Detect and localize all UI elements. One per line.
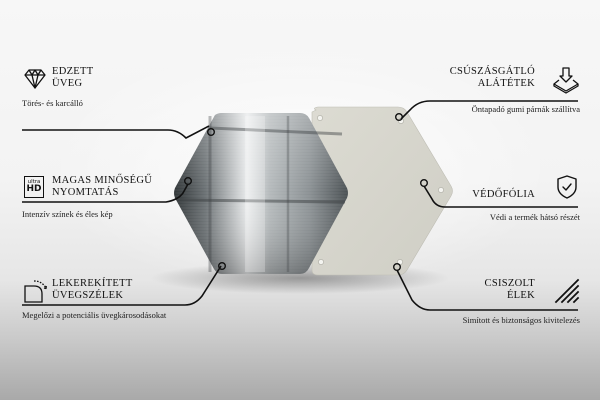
connector-vedofolia bbox=[423, 185, 578, 208]
diamond-icon bbox=[22, 66, 48, 92]
connector-alatetek bbox=[400, 100, 578, 120]
shield-check-icon bbox=[554, 174, 580, 200]
feature-description: Törés- és karcálló bbox=[22, 98, 83, 108]
connector-uvegszelek bbox=[22, 265, 222, 306]
polished-edge-icon bbox=[554, 278, 580, 304]
feature-title: CSISZOLT ÉLEK bbox=[484, 278, 535, 301]
glass-hexagon bbox=[174, 113, 348, 274]
connector-lines bbox=[22, 100, 578, 311]
connector-edzett-uveg bbox=[22, 125, 210, 139]
rounded-corner-icon bbox=[22, 278, 48, 304]
feature-tempered-glass: EDZETT ÜVEG Törés- és karcálló bbox=[0, 62, 200, 122]
connector-endpoints bbox=[183, 112, 429, 272]
feature-polished-edges: CSISZOLT ÉLEK Simított és biztonságos ki… bbox=[400, 274, 600, 334]
feature-title: VÉDŐFÓLIA bbox=[472, 189, 535, 200]
ultra-hd-icon: ultra HD bbox=[24, 176, 44, 198]
connector-csiszolt bbox=[396, 269, 578, 311]
feature-description: Öntapadó gumi párnák szállítva bbox=[471, 104, 580, 114]
feature-description: Védi a termék hátsó részét bbox=[489, 212, 580, 222]
feature-description: Megelőzi a potenciális üvegkárosodásokat bbox=[22, 310, 167, 320]
feature-title: EDZETT ÜVEG bbox=[52, 66, 94, 89]
feature-description: Intenzív színek és éles kép bbox=[22, 209, 113, 219]
backing-hexagon bbox=[311, 106, 453, 276]
feature-title: LEKEREKÍTETT ÜVEGSZÉLEK bbox=[52, 278, 133, 301]
feature-high-quality-print: ultra HD MAGAS MINŐSÉGŰ NYOMTATÁS Intenz… bbox=[0, 172, 200, 232]
feature-title: MAGAS MINŐSÉGŰ NYOMTATÁS bbox=[52, 175, 153, 198]
feature-title: CSÚSZÁSGÁTLÓ ALÁTÉTEK bbox=[449, 66, 535, 89]
feature-protective-film: VÉDŐFÓLIA Védi a termék hátsó részét bbox=[400, 172, 600, 232]
connector-nyomtatas bbox=[22, 183, 189, 203]
feature-description: Simított és biztonságos kivitelezés bbox=[462, 315, 580, 325]
feature-non-slip-pads: CSÚSZÁSGÁTLÓ ALÁTÉTEK Öntapadó gumi párn… bbox=[400, 62, 600, 122]
feature-rounded-edges: LEKEREKÍTETT ÜVEGSZÉLEK Megelőzi a poten… bbox=[0, 274, 200, 334]
non-slip-pad-icon bbox=[552, 66, 580, 94]
